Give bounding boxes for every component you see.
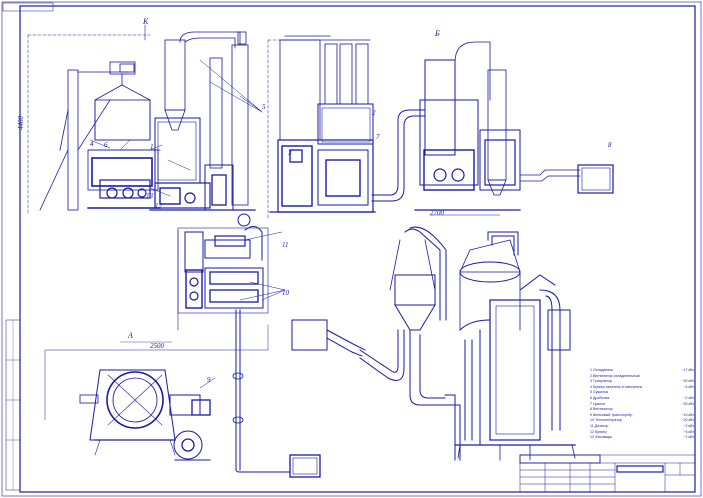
dimension-lower-middle: 2500 xyxy=(150,342,164,350)
middle-dryer-unit xyxy=(177,213,321,478)
legend-row: 12 Бункер~5 кВт xyxy=(590,429,694,434)
callout-number: 9 xyxy=(207,376,211,384)
legend-row: 11 Дозатор~2 кВт xyxy=(590,423,694,428)
legend-row: 1 Охладитель~17 кВт xyxy=(590,368,694,372)
section-label-k: К xyxy=(143,17,149,26)
dimension-vertical-left: 4400 xyxy=(17,116,25,130)
callout-number: 5 xyxy=(262,103,266,111)
legend-row: 5 Сушилка xyxy=(590,390,609,395)
legend-row: 3 Гранулятор~30 кВт xyxy=(590,379,694,384)
legend-row: 4 Бункер-питатель и смеситель~4 кВт xyxy=(590,384,694,389)
legend-row: 10 Теплогенератор~20 кВт xyxy=(590,418,694,423)
section-a-equipment xyxy=(44,324,269,461)
callout-number: 3 xyxy=(288,149,292,157)
legend-row: 9 Шнековый транспортёр~10 кВт xyxy=(590,412,694,417)
title-block xyxy=(519,454,696,493)
legend-row: 7 Циклон~30 кВт xyxy=(590,401,694,406)
section-k-equipment xyxy=(27,24,263,216)
callout-number: 4 xyxy=(90,140,94,148)
section-label-a: А xyxy=(128,331,133,340)
legend-row: 8 Вентилятор xyxy=(590,407,613,412)
callout-number: 2 xyxy=(372,109,376,117)
callout-number: 7 xyxy=(376,133,380,141)
legend-row: 6 Дробилка~2 кВт xyxy=(590,395,694,400)
callout-number: 1 xyxy=(150,143,154,151)
legend-row: 2 Вентилятор охладительный xyxy=(590,373,640,378)
equipment-legend: 1 Охладитель~17 кВт 2 Вентилятор охладит… xyxy=(590,368,694,441)
section-label-b: Б xyxy=(435,29,440,38)
callout-number: 11 xyxy=(282,241,289,249)
dimension-upper-right: 2700 xyxy=(430,209,444,217)
section-b-equipment xyxy=(267,35,614,221)
isometric-plant-view xyxy=(291,226,576,461)
callout-number: 12 xyxy=(155,202,162,210)
callout-number: 10 xyxy=(282,289,289,297)
callout-number: 8 xyxy=(608,141,612,149)
callout-number: 13 xyxy=(146,192,153,200)
legend-row: 13 Фасовщик~1 кВт xyxy=(590,435,694,440)
callout-number: 6 xyxy=(104,141,108,149)
